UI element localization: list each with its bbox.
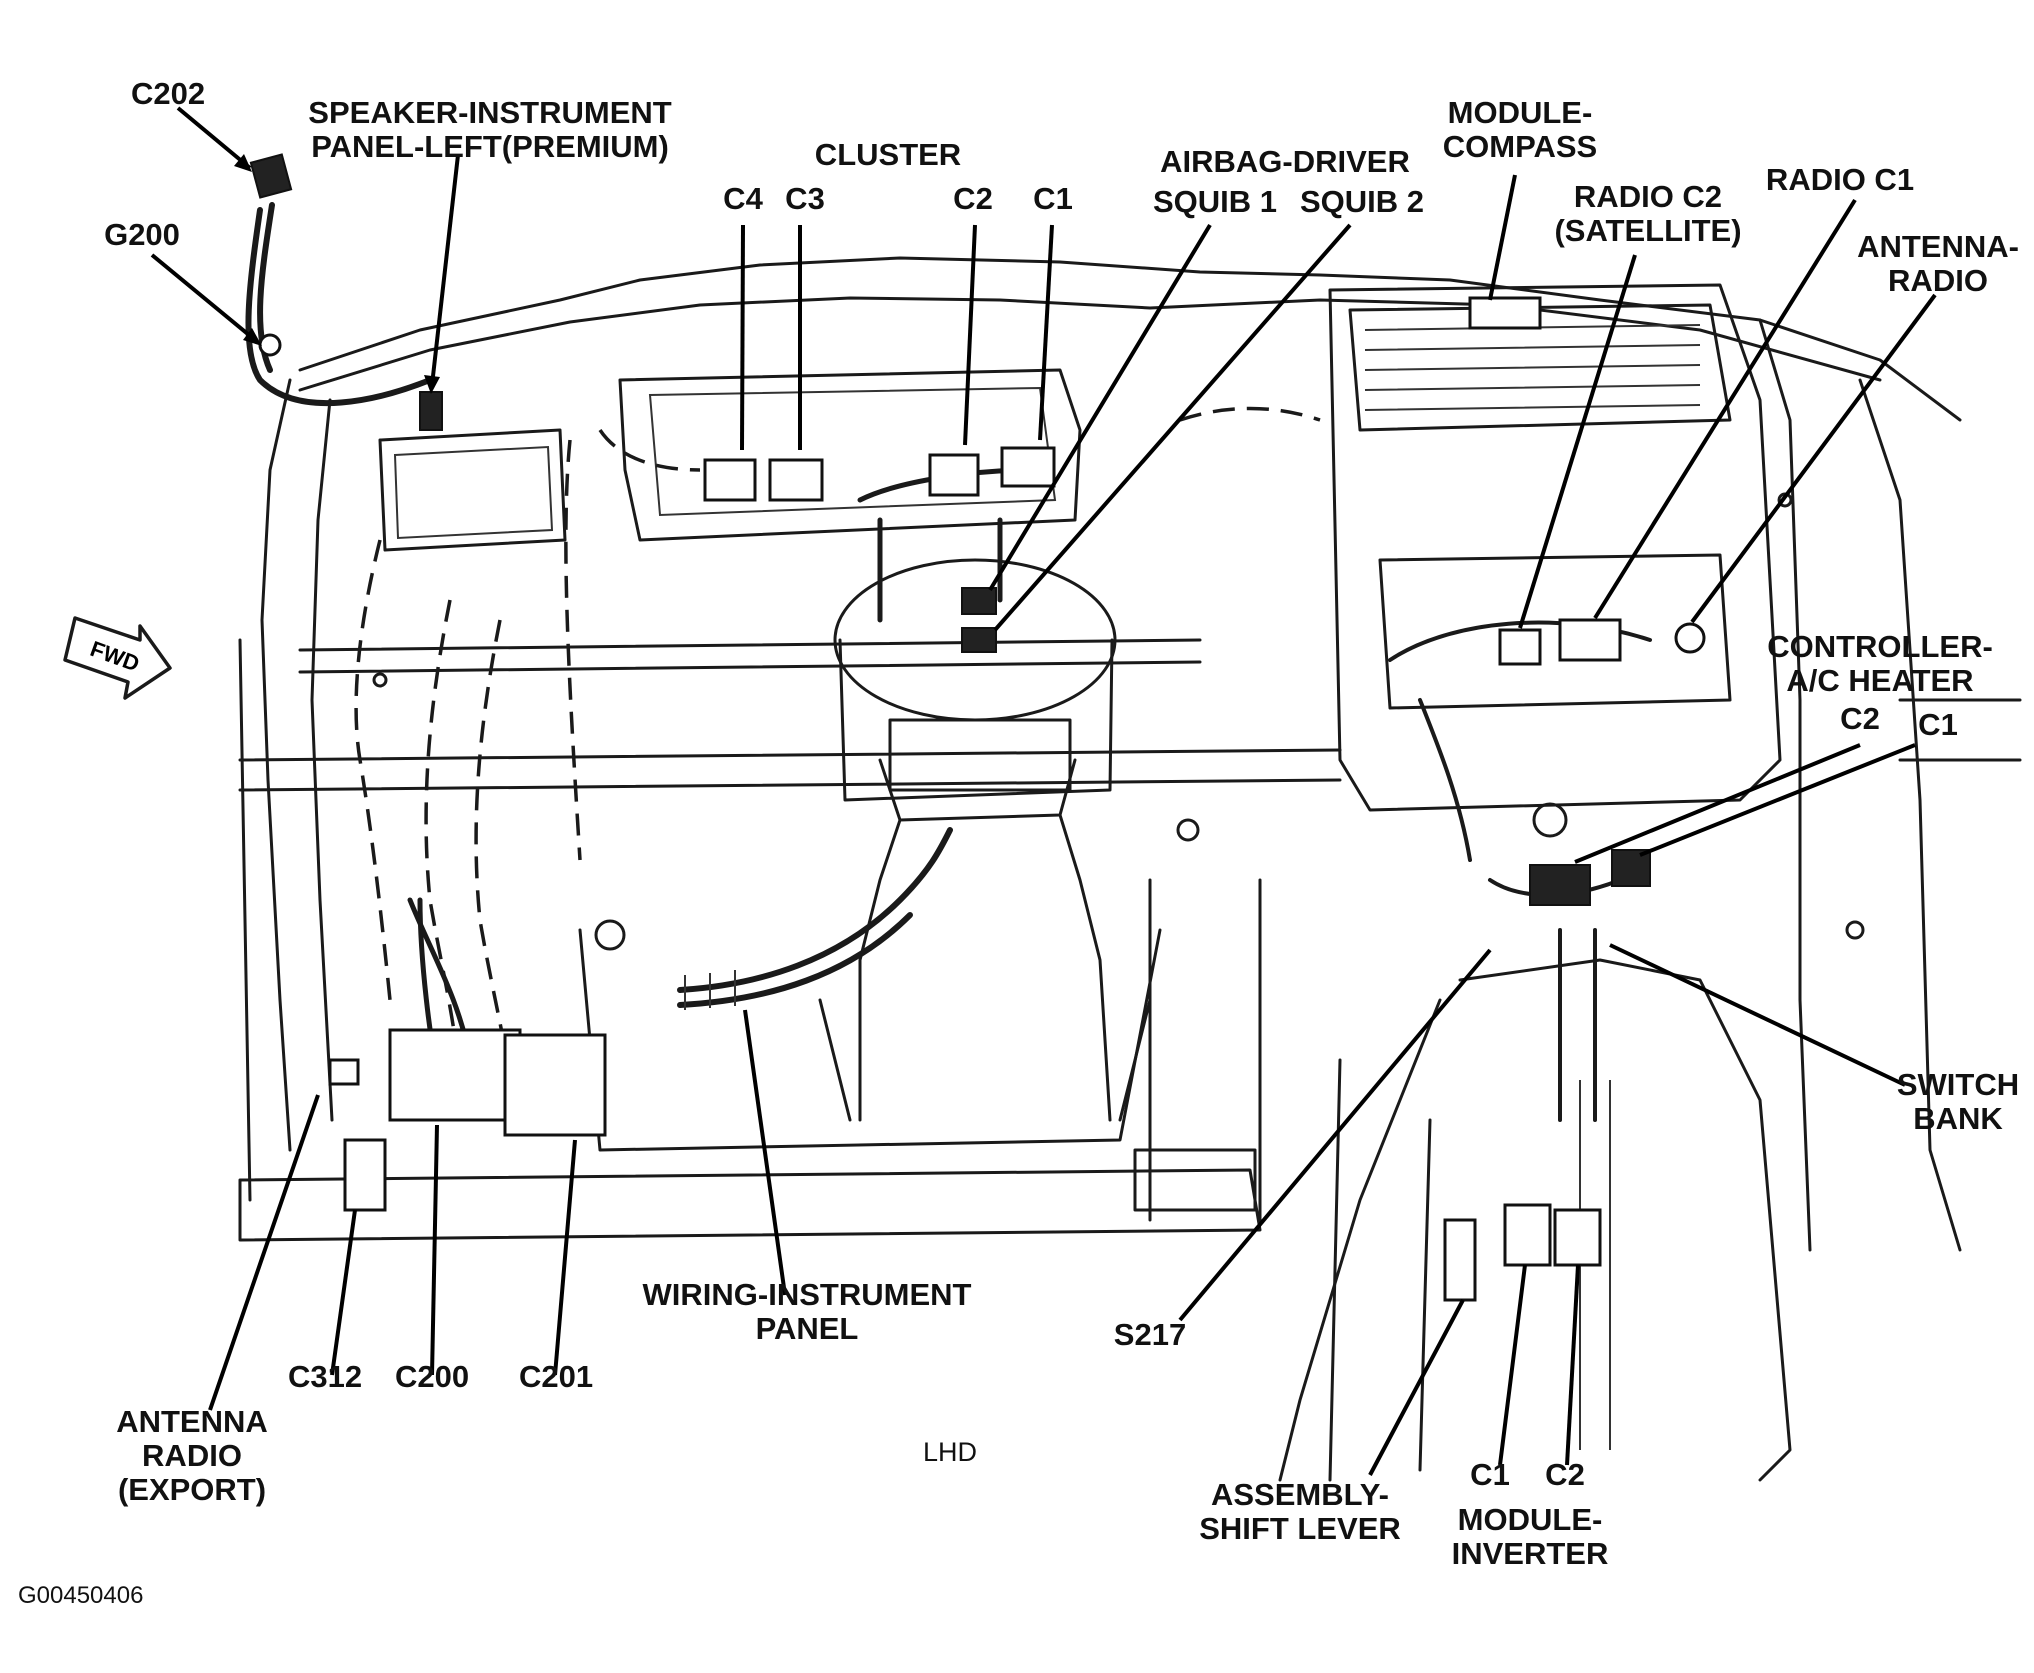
label-squib-1: SQUIB 1 xyxy=(1152,184,1278,219)
label-inverter-c1: C1 xyxy=(1470,1457,1510,1492)
label-module-inverter: MODULE-INVERTER xyxy=(1451,1502,1609,1571)
label-assembly-shift-lever: ASSEMBLY-SHIFT LEVER xyxy=(1199,1477,1401,1546)
label-inverter-c2: C2 xyxy=(1545,1457,1585,1492)
label-c202: C202 xyxy=(130,76,206,111)
leader-lines xyxy=(150,106,1937,1476)
label-cluster-c3: C3 xyxy=(785,181,825,216)
fwd-arrow-icon: FWD xyxy=(63,616,172,700)
label-lhd: LHD xyxy=(923,1437,978,1467)
label-module-compass: MODULE-COMPASS xyxy=(1442,95,1598,164)
label-c200: C200 xyxy=(394,1359,470,1394)
label-c312: C312 xyxy=(287,1359,363,1394)
label-controller-ac-heater: CONTROLLER-A/C HEATER xyxy=(1767,629,1993,698)
label-s217: S217 xyxy=(1113,1317,1187,1352)
label-antenna-radio: ANTENNA-RADIO xyxy=(1857,229,2019,298)
label-squib-2: SQUIB 2 xyxy=(1299,184,1425,219)
label-controller-c2: C2 xyxy=(1840,701,1880,736)
label-g200: G200 xyxy=(104,217,180,252)
connectors xyxy=(249,153,1706,1302)
instrument-panel-structure xyxy=(238,256,2022,1482)
label-radio-c1: RADIO C1 xyxy=(1765,162,1915,197)
label-cluster-c4: C4 xyxy=(723,181,763,216)
figure-id: G00450406 xyxy=(18,1582,144,1609)
wiring-harness xyxy=(245,202,1652,1122)
label-radio-c2-satellite: RADIO C2(SATELLITE) xyxy=(1554,179,1742,248)
label-airbag-driver: AIRBAG-DRIVER xyxy=(1160,144,1410,179)
label-cluster-c1: C1 xyxy=(1033,181,1073,216)
label-cluster: CLUSTER xyxy=(814,137,962,172)
label-c201: C201 xyxy=(518,1359,594,1394)
label-cluster-c2: C2 xyxy=(953,181,993,216)
label-controller-c1: C1 xyxy=(1918,707,1958,742)
